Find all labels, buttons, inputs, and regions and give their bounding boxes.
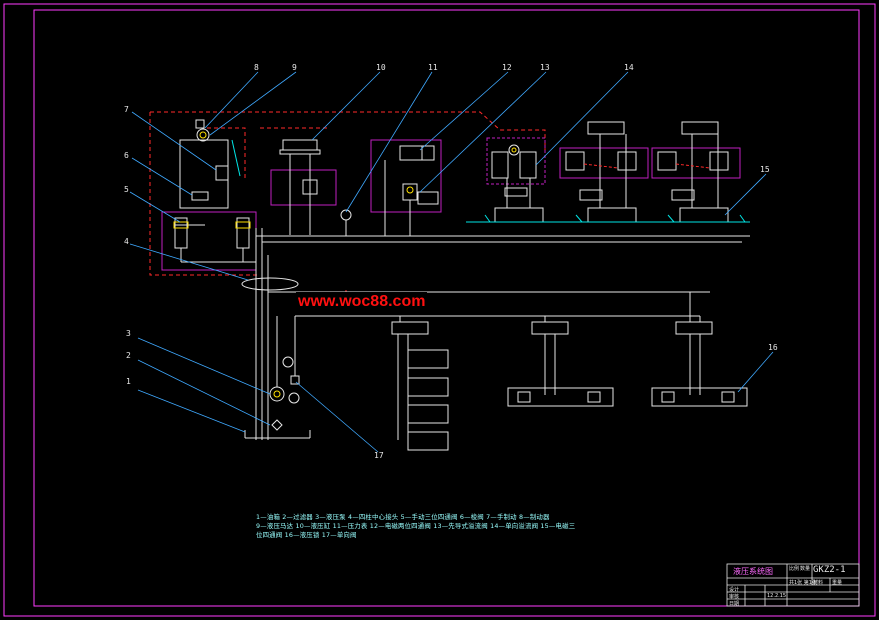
drawing-code: GKZ2-1	[813, 565, 846, 575]
callout-8: 8	[254, 63, 259, 72]
callout-17: 17	[374, 451, 384, 460]
dashed-control-lines	[149, 111, 546, 305]
legend-line-1: 1—油箱 2—过滤器 3—液压泵 4—四柱中心接头 5—手动三位四通阀 6—梭阀…	[256, 513, 550, 521]
callout-16: 16	[768, 343, 778, 352]
drawing-title: 液压系统图	[733, 567, 773, 576]
callout-10: 10	[376, 63, 386, 72]
legend-line-3: 位四通阀 16—液压锁 17—单向阀	[256, 531, 357, 539]
cyan-accents	[231, 139, 750, 223]
title-block-grid	[726, 563, 860, 607]
drawing-date: 12.2.15	[767, 593, 787, 599]
component-groups	[161, 137, 741, 271]
callout-13: 13	[540, 63, 550, 72]
title-cell-g: 审核	[729, 594, 740, 600]
title-cell-a: 比例	[789, 566, 800, 572]
pipe-lines	[174, 119, 750, 451]
callout-6: 6	[124, 151, 129, 160]
callout-2: 2	[126, 351, 131, 360]
callout-11: 11	[428, 63, 438, 72]
callout-3: 3	[126, 329, 131, 338]
outer-border	[3, 3, 876, 617]
callout-12: 12	[502, 63, 512, 72]
title-cell-h: 日期	[729, 601, 740, 607]
watermark-text: www.woc88.com	[296, 292, 428, 312]
callout-1: 1	[126, 377, 131, 386]
crossover-lines	[583, 163, 711, 169]
callout-15: 15	[760, 165, 770, 174]
callout-4: 4	[124, 237, 129, 246]
title-cell-e: 重量	[832, 580, 843, 586]
callout-labels: 1 2 3 4 5 6 7 8 9 10 11 12 13 14 15 16 1…	[124, 63, 778, 460]
title-cell-c: 材料	[813, 580, 824, 586]
title-cell-b: 数量	[800, 566, 811, 572]
leader-lines	[129, 71, 774, 453]
callout-7: 7	[124, 105, 129, 114]
motor-symbols	[173, 131, 517, 398]
title-cell-f: 设计	[729, 587, 740, 593]
callout-9: 9	[292, 63, 297, 72]
inner-border	[33, 9, 860, 607]
legend-line-2: 9—液压马达 10—液压缸 11—压力表 12—电磁两位四通阀 13—先导式溢流…	[256, 522, 576, 530]
callout-5: 5	[124, 185, 129, 194]
title-cell-d: 共1张 第1张	[789, 580, 817, 586]
callout-14: 14	[624, 63, 634, 72]
